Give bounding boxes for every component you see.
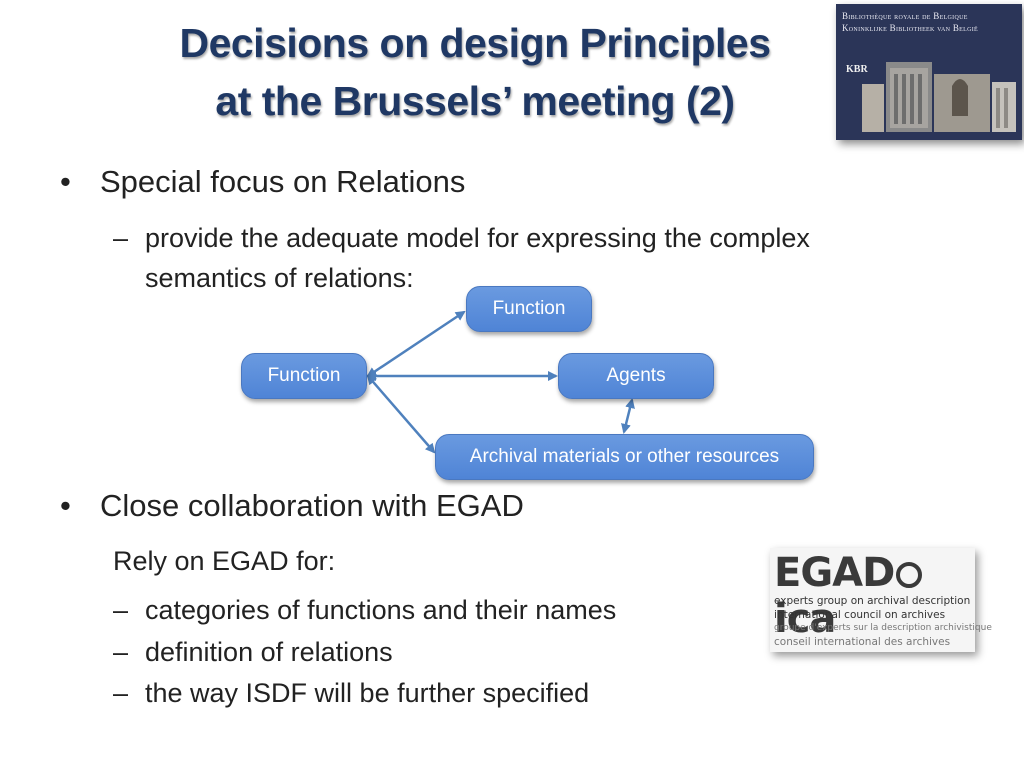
bullet-text: Special focus on Relations xyxy=(100,164,466,199)
sub-bullet-model: – provide the adequate model for express… xyxy=(113,218,810,298)
egad-ica-logo: EGADica experts group on archival descri… xyxy=(770,548,992,652)
dash-marker: – xyxy=(113,637,129,667)
ica-logo-text: ica xyxy=(774,596,836,642)
egad-logo-line-3: groupe d'experts sur la description arch… xyxy=(774,623,992,633)
node-agents: Agents xyxy=(558,353,714,399)
slide-title: Decisions on design Principles at the Br… xyxy=(110,14,840,130)
sub-bullet-line-1: provide the adequate model for expressin… xyxy=(145,223,810,253)
kbr-mark: KBR xyxy=(846,64,868,75)
sub-bullet-text: definition of relations xyxy=(145,637,393,667)
egad-logo-text: EGAD xyxy=(774,550,895,596)
sub-bullet-text: categories of functions and their names xyxy=(145,595,617,625)
sub-bullet-categories: – categories of functions and their name… xyxy=(113,590,617,630)
title-line-2: at the Brussels’ meeting (2) xyxy=(215,78,735,124)
dash-marker: – xyxy=(113,223,129,253)
bullet-egad-collaboration: • Close collaboration with EGAD xyxy=(60,488,524,524)
kbr-logo-line-1: Bibliothèque royale de Belgique xyxy=(842,11,968,21)
sub-bullet-text: the way ISDF will be further specified xyxy=(145,678,590,708)
egad-logo-line-4: conseil international des archives xyxy=(774,636,951,648)
rely-on-egad-text: Rely on EGAD for: xyxy=(113,546,336,576)
bullet-dot: • xyxy=(60,488,71,523)
arrow-agents-to-archival xyxy=(621,398,635,434)
node-archival-materials: Archival materials or other resources xyxy=(435,434,814,480)
title-line-1: Decisions on design Principles xyxy=(179,20,771,66)
dash-marker: – xyxy=(113,595,129,625)
bullet-text: Close collaboration with EGAD xyxy=(100,488,524,523)
dash-marker: – xyxy=(113,678,129,708)
egad-logo-line-1: experts group on archival description xyxy=(774,595,971,607)
arrow-function-to-archival xyxy=(366,374,436,454)
sub-bullet-relations: – definition of relations xyxy=(113,632,393,672)
kbr-logo: Bibliothèque royale de Belgique Koninkli… xyxy=(836,4,1022,140)
kbr-logo-line-2: Koninklijke Bibliotheek van België xyxy=(842,23,978,33)
arrow-function-to-function xyxy=(366,310,466,378)
bullet-special-focus: • Special focus on Relations xyxy=(60,164,466,200)
bullet-dot: • xyxy=(60,164,71,199)
sub-bullet-line-2: semantics of relations: xyxy=(145,263,414,293)
ica-globe-icon xyxy=(896,562,923,588)
node-function-top: Function xyxy=(466,286,592,332)
library-building-image xyxy=(862,62,1016,132)
node-function-left: Function xyxy=(241,353,367,399)
egad-logo-line-2: international council on archives xyxy=(774,609,946,621)
sub-bullet-isdf: – the way ISDF will be further specified xyxy=(113,673,590,713)
